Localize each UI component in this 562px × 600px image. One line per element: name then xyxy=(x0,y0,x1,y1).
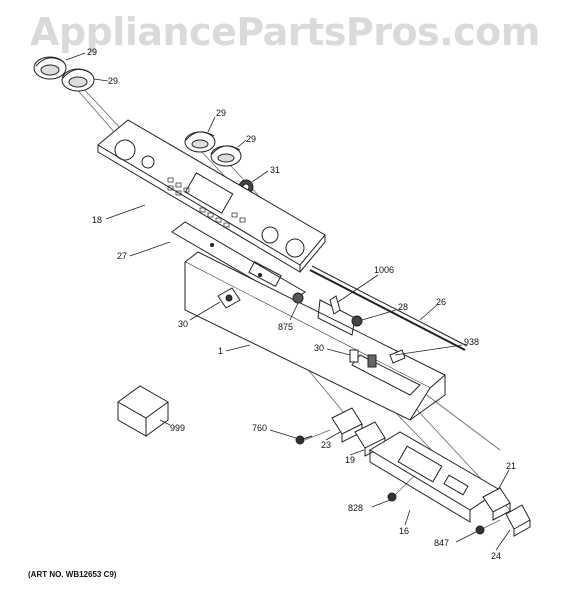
callout-30-right: 30 xyxy=(314,343,325,353)
callout-19: 19 xyxy=(345,455,356,465)
callout-27: 27 xyxy=(117,251,128,261)
callout-875: 875 xyxy=(278,322,294,332)
part-1006 xyxy=(329,295,341,315)
bracket-30-left xyxy=(217,287,241,309)
callout-828: 828 xyxy=(348,503,364,513)
knob-29-upper-right xyxy=(184,131,216,153)
screw-847 xyxy=(475,525,485,535)
callout-29-knob-1: 29 xyxy=(87,47,98,57)
callout-21: 21 xyxy=(506,461,517,471)
switch-28 xyxy=(351,315,363,327)
callout-847: 847 xyxy=(434,538,450,548)
callout-938: 938 xyxy=(464,337,480,347)
callout-18: 18 xyxy=(92,215,103,225)
callout-1006: 1006 xyxy=(374,265,395,275)
switch-875 xyxy=(292,292,304,304)
bracket-21 xyxy=(482,487,511,521)
control-housing-1 xyxy=(184,251,446,421)
part-938 xyxy=(389,349,406,364)
knob-29-lower-right xyxy=(210,145,242,167)
label-leaders xyxy=(65,52,511,551)
art-number: (ART NO. WB12653 C9) xyxy=(28,570,117,579)
callout-24: 24 xyxy=(491,551,502,561)
callout-28: 28 xyxy=(398,302,409,312)
bracket-30-right xyxy=(349,349,377,368)
bracket-24 xyxy=(505,504,531,537)
screw-828 xyxy=(387,492,397,502)
watermark: AppliancePartsPros.com xyxy=(30,10,540,54)
callout-31: 31 xyxy=(270,165,281,175)
callout-760: 760 xyxy=(252,423,268,433)
callout-16: 16 xyxy=(399,526,410,536)
callout-30-left: 30 xyxy=(178,319,189,329)
callout-26: 26 xyxy=(436,297,447,307)
callout-29-knob-3: 29 xyxy=(216,108,227,118)
control-board-16 xyxy=(369,431,501,523)
callout-1: 1 xyxy=(218,346,224,356)
callout-999: 999 xyxy=(170,423,186,433)
control-panel-18 xyxy=(97,119,326,273)
callout-29-knob-2: 29 xyxy=(108,76,119,86)
package-999 xyxy=(117,385,169,437)
knob-29-upper-left xyxy=(33,56,67,80)
callout-29-knob-4: 29 xyxy=(246,134,257,144)
rod-26 xyxy=(309,265,468,351)
knob-29-lower-left xyxy=(61,68,95,92)
callout-23: 23 xyxy=(321,440,332,450)
screw-760 xyxy=(295,435,313,445)
